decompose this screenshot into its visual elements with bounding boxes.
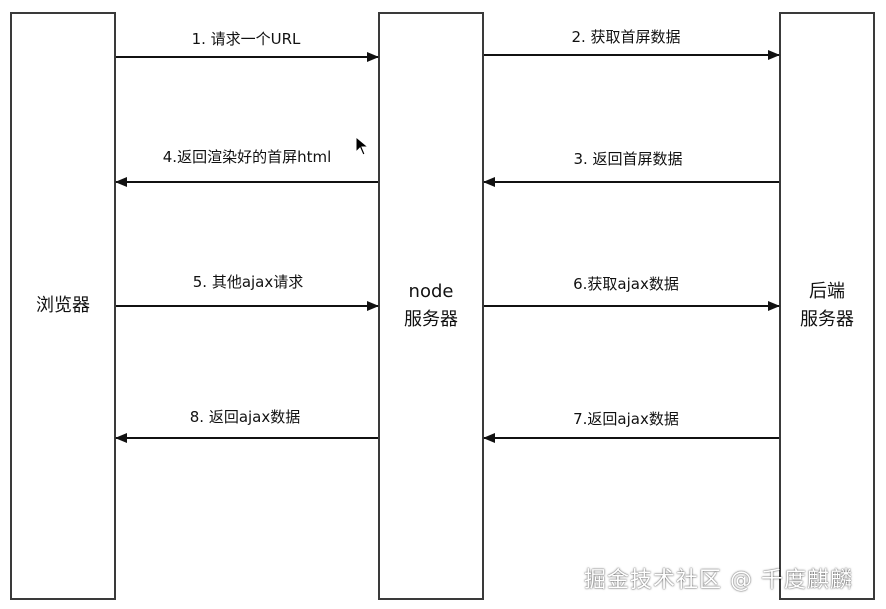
step-2-label: 2. 获取首屏数据 <box>571 28 681 46</box>
browser-lane: 浏览器 <box>10 12 116 600</box>
step-7-label: 7.返回ajax数据 <box>573 410 679 428</box>
mouse-cursor-icon <box>355 136 369 156</box>
step-3-label: 3. 返回首屏数据 <box>573 150 683 168</box>
watermark: 掘金技术社区 @ 千度麒麟 <box>584 568 853 593</box>
step-6-label: 6.获取ajax数据 <box>573 275 679 293</box>
node-server-lane: node 服务器 <box>378 12 484 600</box>
step-1-label: 1. 请求一个URL <box>191 30 301 48</box>
backend-server-lane: 后端 服务器 <box>779 12 875 600</box>
step-8-label: 8. 返回ajax数据 <box>189 408 301 426</box>
step-4-label: 4.返回渲染好的首屏html <box>162 148 332 166</box>
browser-lane-label: 浏览器 <box>36 295 90 316</box>
step-5-label: 5. 其他ajax请求 <box>192 273 304 291</box>
backend-server-lane-label: 后端 服务器 <box>800 281 854 330</box>
node-server-lane-label: node 服务器 <box>404 281 458 330</box>
